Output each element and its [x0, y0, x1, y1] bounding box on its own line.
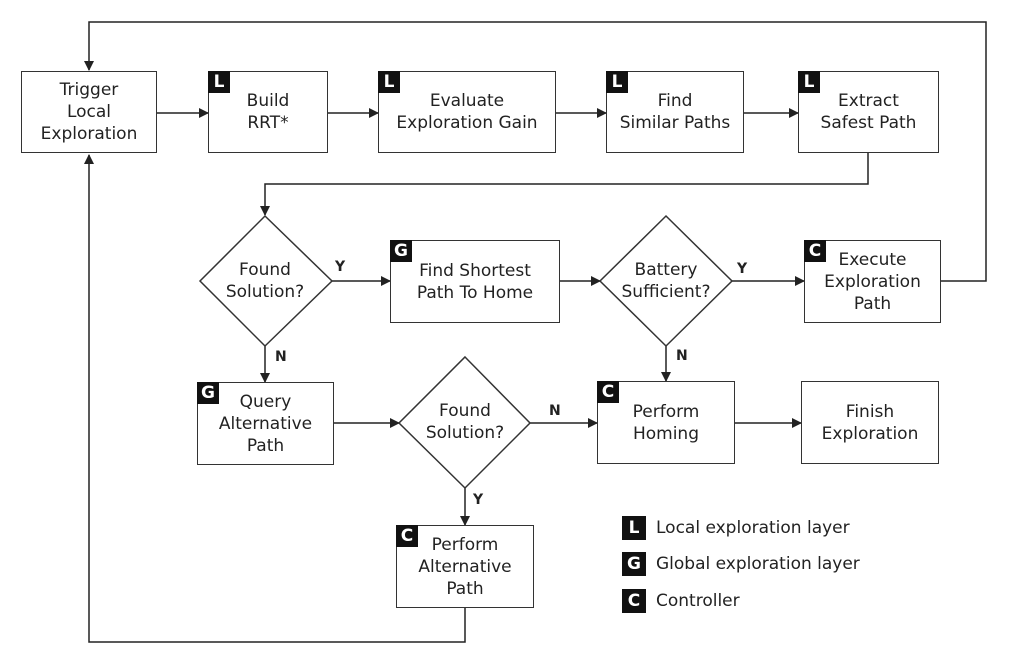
- badge-controller-icon: C: [597, 381, 619, 403]
- badge-local-icon: L: [378, 71, 400, 93]
- arrow-execute-loop: [84, 21, 987, 282]
- edge-label-found1-yes: Y: [335, 259, 346, 275]
- badge-controller-icon: C: [804, 240, 826, 262]
- node-text: Extract Safest Path: [820, 91, 917, 133]
- decision-text-found-solution-1: Found Solution?: [225, 260, 305, 302]
- node-find-similar-paths: L Find Similar Paths: [606, 71, 744, 153]
- node-text: Execute Exploration Path: [824, 249, 921, 314]
- node-text: Find Similar Paths: [619, 91, 731, 133]
- node-text: Perform Alternative Path: [418, 534, 512, 599]
- legend-global-icon: G: [622, 552, 646, 576]
- decision-found-solution-2: [397, 355, 532, 490]
- node-finish-exploration: Finish Exploration: [801, 381, 939, 464]
- decision-text-found-solution-2: Found Solution?: [425, 401, 505, 443]
- badge-local-icon: L: [606, 71, 628, 93]
- legend-item-local: L Local exploration layer: [622, 516, 850, 540]
- node-evaluate-exploration-gain: L Evaluate Exploration Gain: [378, 71, 556, 153]
- decision-battery-sufficient: [598, 214, 734, 348]
- badge-global-icon: G: [390, 240, 412, 262]
- node-perform-alternative-path: C Perform Alternative Path: [396, 525, 534, 608]
- badge-global-icon: G: [197, 382, 219, 404]
- legend-controller-icon: C: [622, 589, 646, 613]
- edge-label-found2-no: N: [549, 403, 561, 419]
- node-text: Trigger Local Exploration: [40, 80, 138, 144]
- node-text: Evaluate Exploration Gain: [396, 91, 538, 133]
- badge-local-icon: L: [208, 71, 230, 93]
- node-extract-safest-path: L Extract Safest Path: [798, 71, 939, 153]
- legend-item-global: G Global exploration layer: [622, 552, 860, 576]
- edge-label-battery-no: N: [676, 348, 688, 364]
- badge-local-icon: L: [798, 71, 820, 93]
- node-build-rrt: L Build RRT*: [208, 71, 328, 153]
- node-text: Build RRT*: [246, 91, 290, 133]
- legend-label: Local exploration layer: [656, 518, 850, 538]
- node-text: Find Shortest Path To Home: [416, 260, 534, 303]
- badge-controller-icon: C: [396, 525, 418, 547]
- edge-label-found2-yes: Y: [473, 492, 484, 508]
- node-text: Query Alternative Path: [218, 391, 313, 456]
- decision-text-battery-sufficient: Battery Sufficient?: [621, 260, 711, 302]
- legend-label: Global exploration layer: [656, 554, 860, 574]
- legend-local-icon: L: [622, 516, 646, 540]
- arrow-alt-loop: [84, 154, 466, 643]
- node-trigger-local-exploration: Trigger Local Exploration: [21, 71, 157, 153]
- edge-label-found1-no: N: [275, 349, 287, 365]
- node-find-shortest-path-home: G Find Shortest Path To Home: [390, 240, 560, 323]
- node-query-alternative-path: G Query Alternative Path: [197, 382, 334, 465]
- legend-item-controller: C Controller: [622, 589, 740, 613]
- node-perform-homing: C Perform Homing: [597, 381, 735, 464]
- node-text: Perform Homing: [632, 401, 700, 444]
- decision-found-solution-1: [198, 214, 334, 348]
- node-text: Finish Exploration: [821, 401, 919, 444]
- edge-label-battery-yes: Y: [737, 261, 748, 277]
- node-execute-exploration-path: C Execute Exploration Path: [804, 240, 941, 323]
- legend-label: Controller: [656, 591, 740, 611]
- arrow-extract-to-found1: [260, 153, 869, 216]
